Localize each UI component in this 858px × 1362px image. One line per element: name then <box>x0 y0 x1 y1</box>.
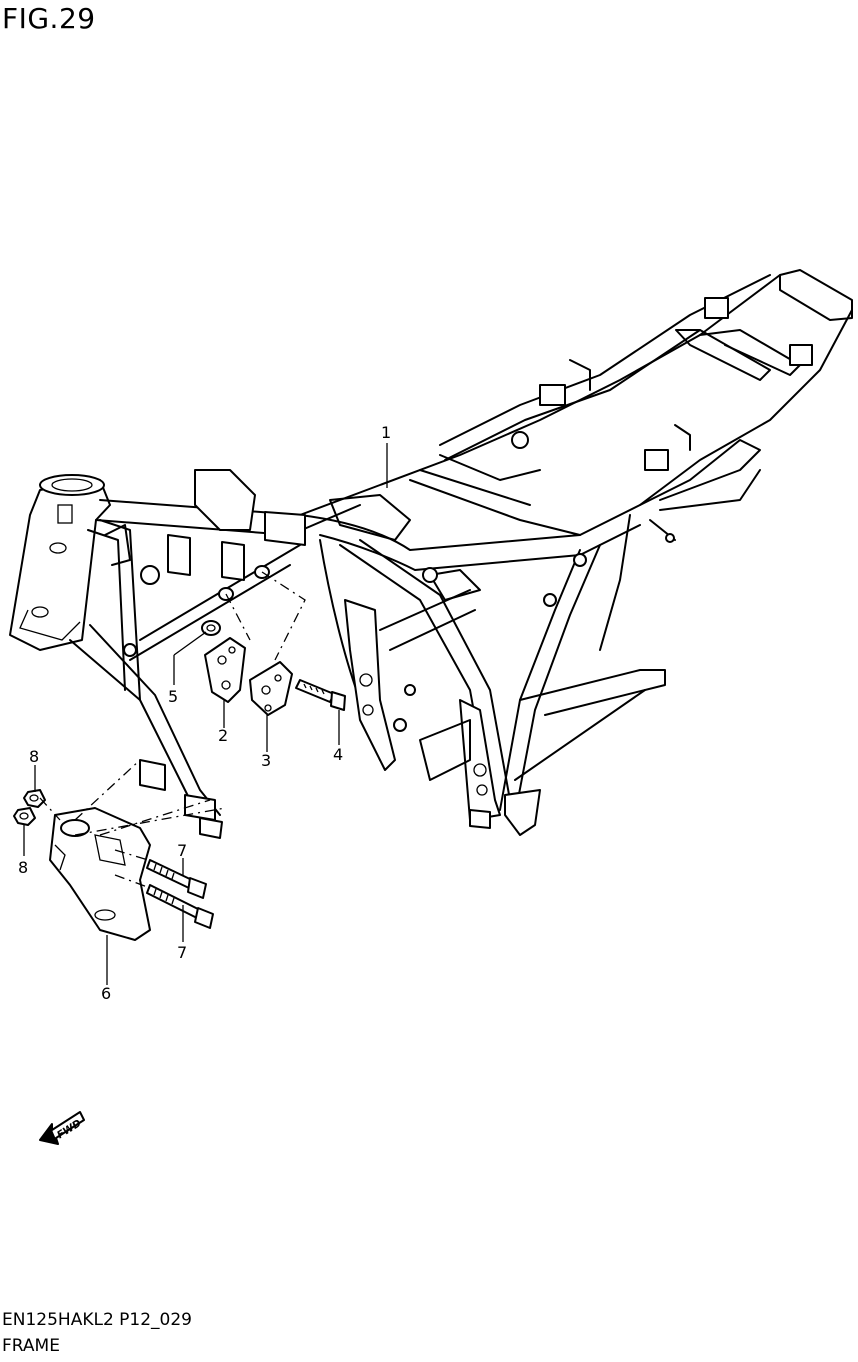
part-4-bolt <box>295 679 346 711</box>
frame-assembly <box>9 269 853 839</box>
part-2-bracket <box>204 637 246 703</box>
callout-8-lower: 8 <box>18 858 28 877</box>
callout-3: 3 <box>261 751 271 770</box>
part-8-nut-lower <box>13 807 36 826</box>
callout-6: 6 <box>101 984 111 1003</box>
part-7-bolt-upper <box>146 859 207 899</box>
diagram-name: FRAME <box>2 1336 60 1356</box>
callout-5: 5 <box>168 687 178 706</box>
callout-7-upper: 7 <box>177 841 187 860</box>
part-6-mount-bracket <box>49 807 151 941</box>
callout-8-upper: 8 <box>29 747 39 766</box>
fwd-arrow-icon: FWD <box>39 1111 85 1145</box>
assembly-lines <box>39 571 306 889</box>
steering-head <box>9 474 111 651</box>
part-3-bracket <box>249 661 293 716</box>
figure-title: FIG.29 <box>2 2 96 35</box>
diagram-code: EN125HAKL2 P12_029 <box>2 1310 192 1330</box>
callout-4: 4 <box>333 745 343 764</box>
part-5-collar <box>201 620 221 636</box>
part-8-nut-upper <box>23 789 46 808</box>
callout-7-lower: 7 <box>177 943 187 962</box>
callout-1: 1 <box>381 423 391 442</box>
part-7-bolt-lower <box>146 884 214 929</box>
callout-2: 2 <box>218 726 228 745</box>
callout-leaders <box>23 443 388 985</box>
